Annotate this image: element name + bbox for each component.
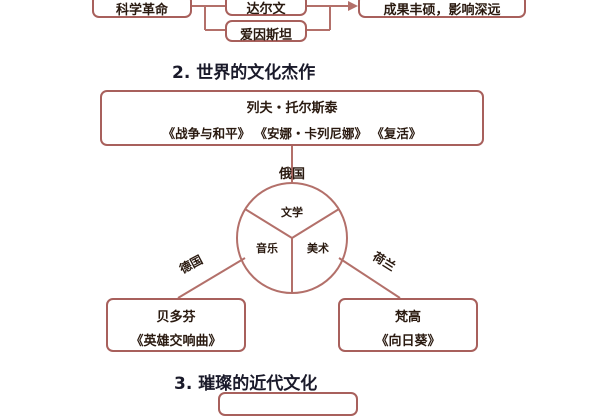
country-label-netherlands: 荷兰	[369, 248, 398, 274]
box-einstein-label: 爱因斯坦	[239, 28, 292, 43]
box-tolstoy: 列夫・托尔斯泰 《战争与和平》 《安娜・卡列尼娜》 《复活》	[100, 90, 484, 146]
connector-layer: 文学 音乐 美术 俄国 德国 荷兰	[177, 1, 401, 299]
box-darwin-label: 达尔文	[246, 2, 286, 17]
tolstoy-works: 《战争与和平》 《安娜・卡列尼娜》 《复活》	[162, 126, 422, 141]
box-scientific-revolution-label: 科学革命	[115, 3, 168, 18]
box-einstein: 爱因斯坦	[225, 20, 307, 43]
box-results-label: 成果丰硕，影响深远	[383, 3, 501, 18]
vangogh-author: 梵高	[394, 310, 421, 325]
section2-heading: 2. 世界的文化杰作	[172, 63, 316, 83]
circle-divider-left	[244, 208, 293, 239]
arrowhead-right	[348, 1, 358, 11]
box-darwin: 达尔文	[225, 0, 307, 17]
segment-literature-label: 文学	[281, 205, 303, 219]
box-section3-partial	[218, 392, 358, 416]
circle-divider-right	[291, 208, 340, 239]
diagram-canvas: 文学 音乐 美术 俄国 德国 荷兰 科学革命 达尔文 爱因斯坦 成果丰硕，影响深…	[92, 0, 526, 416]
box-beethoven: 贝多芬 《英雄交响曲》	[106, 298, 246, 352]
country-label-russia: 俄国	[278, 166, 305, 182]
beethoven-work: 《英雄交响曲》	[130, 334, 222, 349]
connector-circle-to-vangogh	[338, 257, 401, 299]
vangogh-work: 《向日葵》	[375, 334, 441, 349]
country-label-germany: 德国	[177, 252, 205, 277]
section3-heading: 3. 璀璨的近代文化	[174, 374, 318, 394]
segment-art-label: 美术	[307, 241, 329, 255]
segment-music-label: 音乐	[256, 241, 278, 255]
tolstoy-author: 列夫・托尔斯泰	[246, 101, 338, 116]
box-scientific-revolution: 科学革命	[92, 0, 192, 18]
connector-circle-to-beethoven	[177, 257, 246, 299]
box-vangogh: 梵高 《向日葵》	[338, 298, 478, 352]
box-results: 成果丰硕，影响深远	[358, 0, 526, 18]
beethoven-author: 贝多芬	[156, 310, 196, 325]
